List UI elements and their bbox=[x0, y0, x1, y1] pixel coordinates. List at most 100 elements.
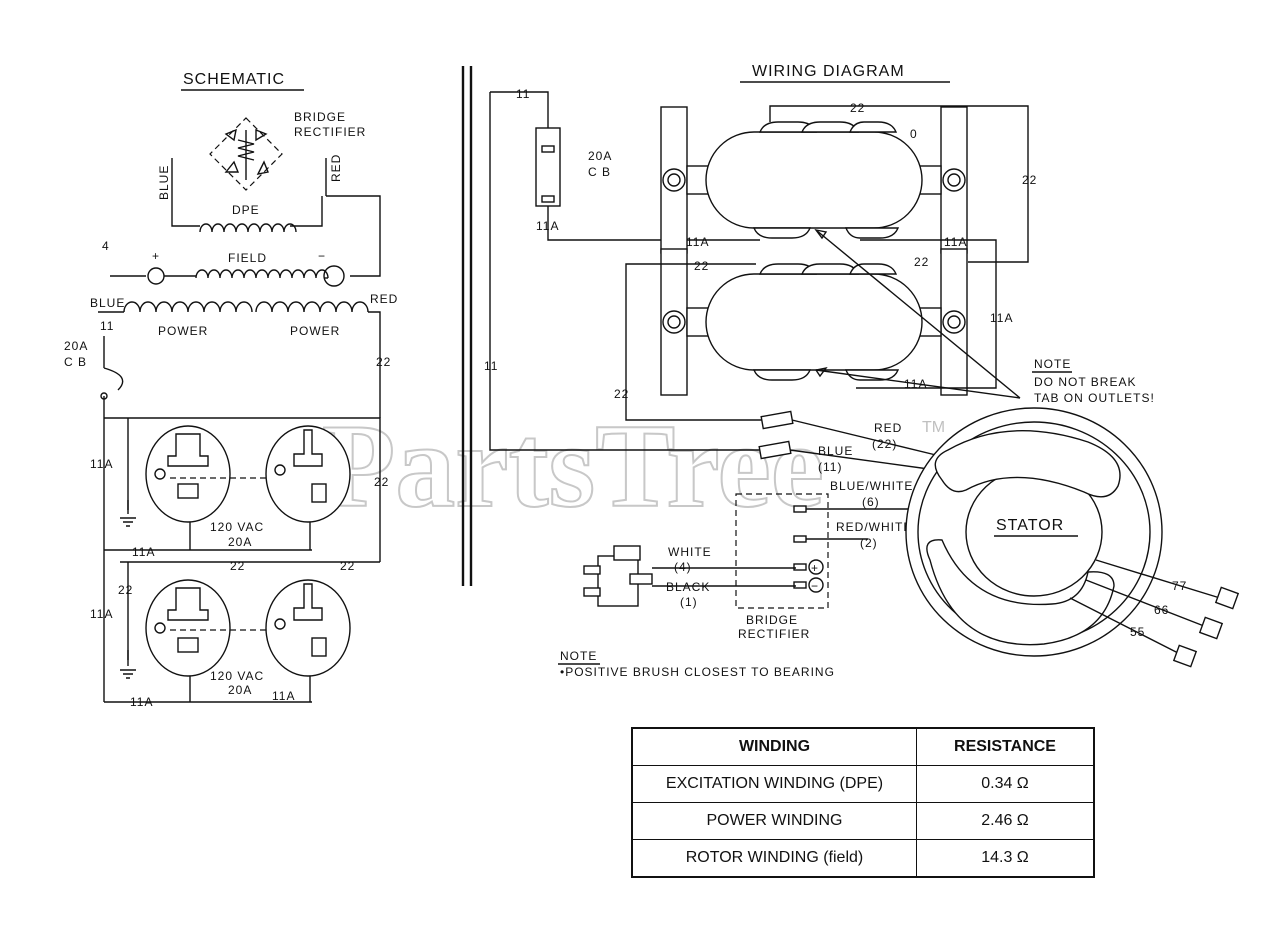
table-row: POWER WINDING 2.46 Ω bbox=[631, 802, 1095, 840]
blue-label: BLUE bbox=[818, 444, 853, 458]
schematic-title: SCHEMATIC bbox=[183, 71, 285, 88]
wire-11a-label-b: 11A bbox=[132, 545, 155, 559]
field-plus-label: + bbox=[152, 249, 160, 263]
black-label: BLACK bbox=[666, 580, 710, 594]
lead-55-terminal bbox=[1172, 644, 1198, 668]
stator bbox=[905, 407, 1163, 657]
red-vertical-label: RED bbox=[329, 154, 343, 182]
wire-11a-label-c: 11A bbox=[90, 607, 113, 621]
note-title: NOTE bbox=[1034, 357, 1071, 371]
field-label: FIELD bbox=[228, 251, 267, 265]
red-connector bbox=[760, 410, 794, 430]
red-white-label: RED/WHITE bbox=[836, 520, 912, 534]
wire-22-label-b: 22 bbox=[374, 475, 389, 489]
lead-66-terminal bbox=[1198, 616, 1224, 640]
wire-22-right-label: 22 bbox=[1022, 173, 1037, 187]
wire-11a-cb-label: 11A bbox=[536, 219, 559, 233]
wire-11a-label-e: 11A bbox=[272, 689, 295, 703]
dpe-coil bbox=[199, 223, 297, 233]
dpe-label: DPE bbox=[232, 203, 260, 217]
bridge-label-1: BRIDGE bbox=[746, 613, 798, 627]
blue-white-label: BLUE/WHITE bbox=[830, 479, 913, 493]
outlet-zero-label: 0 bbox=[910, 127, 918, 141]
wire-11a-mid-right-label: 11A bbox=[944, 235, 967, 249]
wire-11a-label-a: 11A bbox=[90, 457, 113, 471]
lead-55-label: 55 bbox=[1130, 625, 1145, 639]
table-row: ROTOR WINDING (field) 14.3 Ω bbox=[631, 839, 1095, 878]
lead-77-label: 77 bbox=[1172, 579, 1187, 593]
brush-holder bbox=[583, 545, 653, 607]
wire-22-mid-right-label: 22 bbox=[914, 255, 929, 269]
num-11-label: 11 bbox=[100, 319, 114, 333]
vac-label-2: 120 VAC bbox=[210, 669, 264, 683]
winding-cell: EXCITATION WINDING (DPE) bbox=[631, 765, 917, 803]
note2-title: NOTE bbox=[560, 649, 597, 663]
bridge-rectifier-label-1: BRIDGE bbox=[294, 110, 346, 124]
cb-label-2: C B bbox=[64, 355, 87, 369]
red-number-label: (22) bbox=[872, 437, 897, 451]
wire-22-mid-left-label: 22 bbox=[694, 259, 709, 273]
bridge-rectifier-symbol bbox=[209, 117, 283, 191]
lead-77-terminal bbox=[1214, 586, 1240, 610]
white-label: WHITE bbox=[668, 545, 712, 559]
black-number-label: (1) bbox=[680, 595, 698, 609]
cb-label-2: C B bbox=[588, 165, 611, 179]
circuit-breaker bbox=[535, 127, 561, 207]
outlet-2-right bbox=[265, 579, 351, 677]
note2-text: •POSITIVE BRUSH CLOSEST TO BEARING bbox=[560, 665, 835, 679]
bridge-label-2: RECTIFIER bbox=[738, 627, 810, 641]
power-label-1: POWER bbox=[158, 324, 208, 338]
red-label: RED bbox=[874, 421, 902, 435]
vac-label-1: 120 VAC bbox=[210, 520, 264, 534]
wire-22-label-c: 22 bbox=[230, 559, 245, 573]
table-header-row: WINDING RESISTANCE bbox=[631, 727, 1095, 766]
amp-label-2: 20A bbox=[228, 683, 252, 697]
rectifier-minus-label: − bbox=[811, 579, 819, 593]
winding-cell: ROTOR WINDING (field) bbox=[631, 839, 917, 878]
stator-label: STATOR bbox=[996, 517, 1064, 534]
blue-vertical-label: BLUE bbox=[157, 165, 171, 200]
wiring-diagram: WIRING DIAGRAM 11 11 20A C B 11A 0 22 22… bbox=[484, 63, 1240, 679]
power-coil-2 bbox=[255, 301, 369, 313]
power-label-2: POWER bbox=[290, 324, 340, 338]
wire-22-left-label: 22 bbox=[614, 387, 629, 401]
white-number-label: (4) bbox=[674, 560, 692, 574]
cb-label-1: 20A bbox=[64, 339, 88, 353]
bridge-rectifier bbox=[735, 493, 829, 609]
wire-11a-mid-left-label: 11A bbox=[686, 235, 709, 249]
blue-number-label: (11) bbox=[818, 460, 842, 474]
watermark-tm: TM bbox=[922, 419, 945, 436]
header-winding: WINDING bbox=[631, 727, 917, 766]
red-white-number-label: (2) bbox=[860, 536, 878, 550]
table-row: EXCITATION WINDING (DPE) 0.34 Ω bbox=[631, 765, 1095, 803]
wire-11a-side-label: 11A bbox=[990, 311, 1013, 325]
blue-label: BLUE bbox=[90, 296, 125, 310]
outlet-2-left bbox=[145, 579, 231, 677]
bridge-rectifier-label-2: RECTIFIER bbox=[294, 125, 366, 139]
wire-22-label-e: 22 bbox=[118, 583, 133, 597]
wire-11-top-label: 11 bbox=[516, 87, 530, 101]
wire-22-top-label: 22 bbox=[850, 101, 865, 115]
wire-22-label-d: 22 bbox=[340, 559, 355, 573]
duplex-outlet-top bbox=[660, 106, 968, 254]
power-coil-1 bbox=[123, 301, 253, 313]
wire-11a-label-d: 11A bbox=[130, 695, 153, 709]
outlet-1-right bbox=[265, 425, 351, 523]
wiring-diagram-title: WIRING DIAGRAM bbox=[752, 63, 905, 80]
blue-white-number-label: (6) bbox=[862, 495, 880, 509]
wire-22-label-a: 22 bbox=[376, 355, 391, 369]
resistance-cell: 2.46 Ω bbox=[916, 802, 1095, 840]
amp-label-1: 20A bbox=[228, 535, 252, 549]
header-resistance: RESISTANCE bbox=[916, 727, 1095, 766]
winding-resistance-table: WINDING RESISTANCE EXCITATION WINDING (D… bbox=[631, 727, 1095, 878]
field-coil bbox=[195, 269, 329, 279]
wire-11-vertical-label: 11 bbox=[484, 359, 498, 373]
lead-66-label: 66 bbox=[1154, 603, 1169, 617]
cb-label-1: 20A bbox=[588, 149, 612, 163]
blue-connector bbox=[758, 440, 792, 460]
num-4-label: 4 bbox=[102, 239, 110, 253]
resistance-cell: 14.3 Ω bbox=[916, 839, 1095, 878]
circuit-breaker-symbol bbox=[103, 336, 124, 418]
winding-cell: POWER WINDING bbox=[631, 802, 917, 840]
